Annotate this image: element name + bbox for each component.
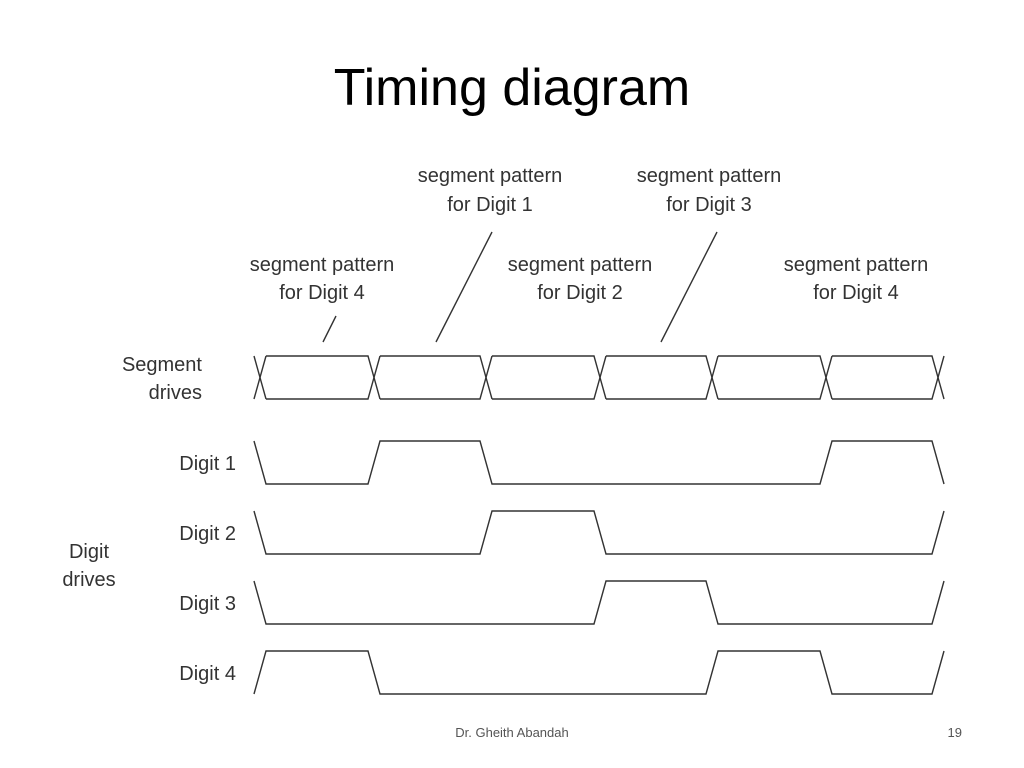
segment-bus-upper bbox=[606, 355, 719, 400]
annotation-line2: for Digit 3 bbox=[666, 194, 752, 216]
annotation-line2: for Digit 2 bbox=[537, 282, 623, 304]
segment-bus-lower bbox=[380, 355, 493, 400]
annotation-digit2: segment pattern for Digit 2 bbox=[508, 254, 653, 304]
annotation-digit3: segment pattern for Digit 3 bbox=[637, 165, 782, 343]
annotation-digit4-left: segment pattern for Digit 4 bbox=[250, 254, 395, 343]
annotation-line2: for Digit 1 bbox=[447, 194, 533, 216]
segment-bus-lower bbox=[606, 355, 719, 400]
segment-bus-upper bbox=[832, 355, 945, 400]
annotation-line1: segment pattern bbox=[784, 254, 929, 276]
digit-group-label-line1: Digit bbox=[69, 541, 109, 563]
segment-bus-upper bbox=[380, 355, 493, 400]
segment-drives-label: Segment drives bbox=[122, 354, 202, 404]
segment-bus-upper bbox=[266, 355, 381, 400]
segment-bus-upper bbox=[492, 355, 607, 400]
digit-drives-label: Digit drives bbox=[62, 541, 115, 591]
segment-bus-edge bbox=[253, 355, 267, 400]
digit-3-waveform bbox=[253, 580, 945, 625]
segment-bus-lower bbox=[832, 355, 945, 400]
slide-title: Timing diagram bbox=[333, 59, 691, 117]
annotation-digit4-right: segment pattern for Digit 4 bbox=[784, 254, 929, 304]
segment-bus-upper bbox=[718, 355, 833, 400]
digit-4-waveform bbox=[253, 650, 945, 695]
digit-3-label: Digit 3 bbox=[179, 593, 236, 615]
annotation-line1: segment pattern bbox=[250, 254, 395, 276]
segment-bus-lower bbox=[266, 355, 381, 400]
segment-label-line1: Segment bbox=[122, 354, 202, 376]
annotation-line2: for Digit 4 bbox=[279, 282, 365, 304]
segment-bus-waveform bbox=[253, 355, 945, 400]
digit-1-waveform bbox=[253, 440, 945, 485]
segment-bus-lower bbox=[492, 355, 607, 400]
page-number: 19 bbox=[947, 725, 962, 740]
digit-group-label-line2: drives bbox=[62, 569, 115, 591]
digit-4-label: Digit 4 bbox=[179, 663, 236, 685]
annotation-line1: segment pattern bbox=[637, 165, 782, 187]
annotation-pointer bbox=[435, 231, 493, 343]
digit-2-label: Digit 2 bbox=[179, 523, 236, 545]
digit-2-waveform bbox=[253, 510, 945, 555]
segment-label-line2: drives bbox=[149, 382, 202, 404]
annotation-line1: segment pattern bbox=[418, 165, 563, 187]
annotation-pointer bbox=[660, 231, 718, 343]
annotation-line2: for Digit 4 bbox=[813, 282, 899, 304]
segment-bus-lower bbox=[718, 355, 833, 400]
annotation-pointer bbox=[322, 315, 337, 343]
digit-1-label: Digit 1 bbox=[179, 453, 236, 475]
footer-author: Dr. Gheith Abandah bbox=[455, 725, 569, 740]
annotation-line1: segment pattern bbox=[508, 254, 653, 276]
annotation-digit1: segment pattern for Digit 1 bbox=[418, 165, 563, 343]
